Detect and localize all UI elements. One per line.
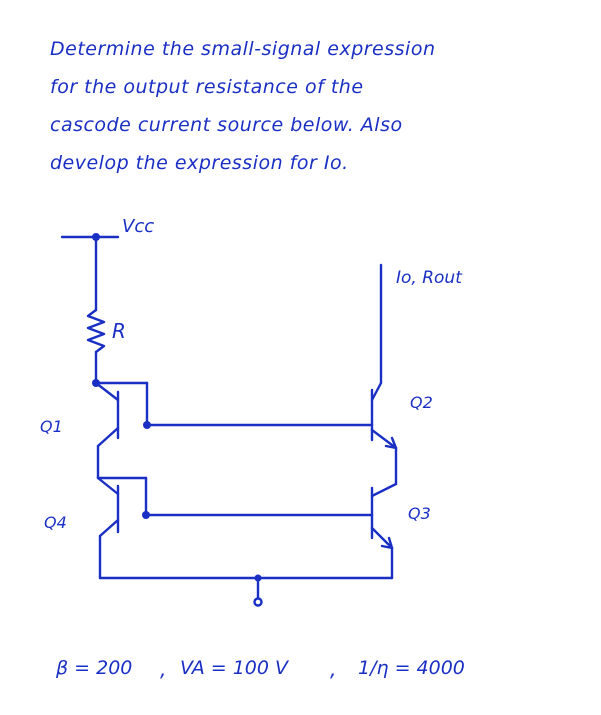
vcc-label: Vcc xyxy=(122,216,154,237)
transistor-q1 xyxy=(94,381,151,480)
prompt-line-4: develop the expression for Io. xyxy=(50,152,349,174)
prompt-line-2: for the output resistance of the xyxy=(50,76,364,98)
vcc-node xyxy=(60,233,120,241)
transistor-q2 xyxy=(370,381,398,486)
q4-label: Q4 xyxy=(44,513,67,532)
transistor-q4 xyxy=(96,476,150,580)
prompt-line-3: cascode current source below. Also xyxy=(50,114,403,136)
comma-separator: , xyxy=(330,657,336,681)
resistor-label: R xyxy=(112,319,126,343)
eta-param: 1/η = 4000 xyxy=(358,657,465,679)
q2-label: Q2 xyxy=(410,393,433,412)
va-param: VA = 100 V xyxy=(180,657,290,679)
resistor-r xyxy=(86,308,106,354)
comma-separator: , xyxy=(160,657,166,681)
transistor-q3 xyxy=(370,482,398,580)
beta-param: β = 200 xyxy=(55,657,132,679)
ground-rail xyxy=(98,574,394,607)
output-label: Io, Rout xyxy=(396,268,463,288)
problem-statement: Determine the small-signal expression fo… xyxy=(50,30,570,182)
q1-label: Q1 xyxy=(40,417,63,436)
prompt-line-1: Determine the small-signal expression xyxy=(50,38,436,60)
q3-label: Q3 xyxy=(408,504,431,523)
